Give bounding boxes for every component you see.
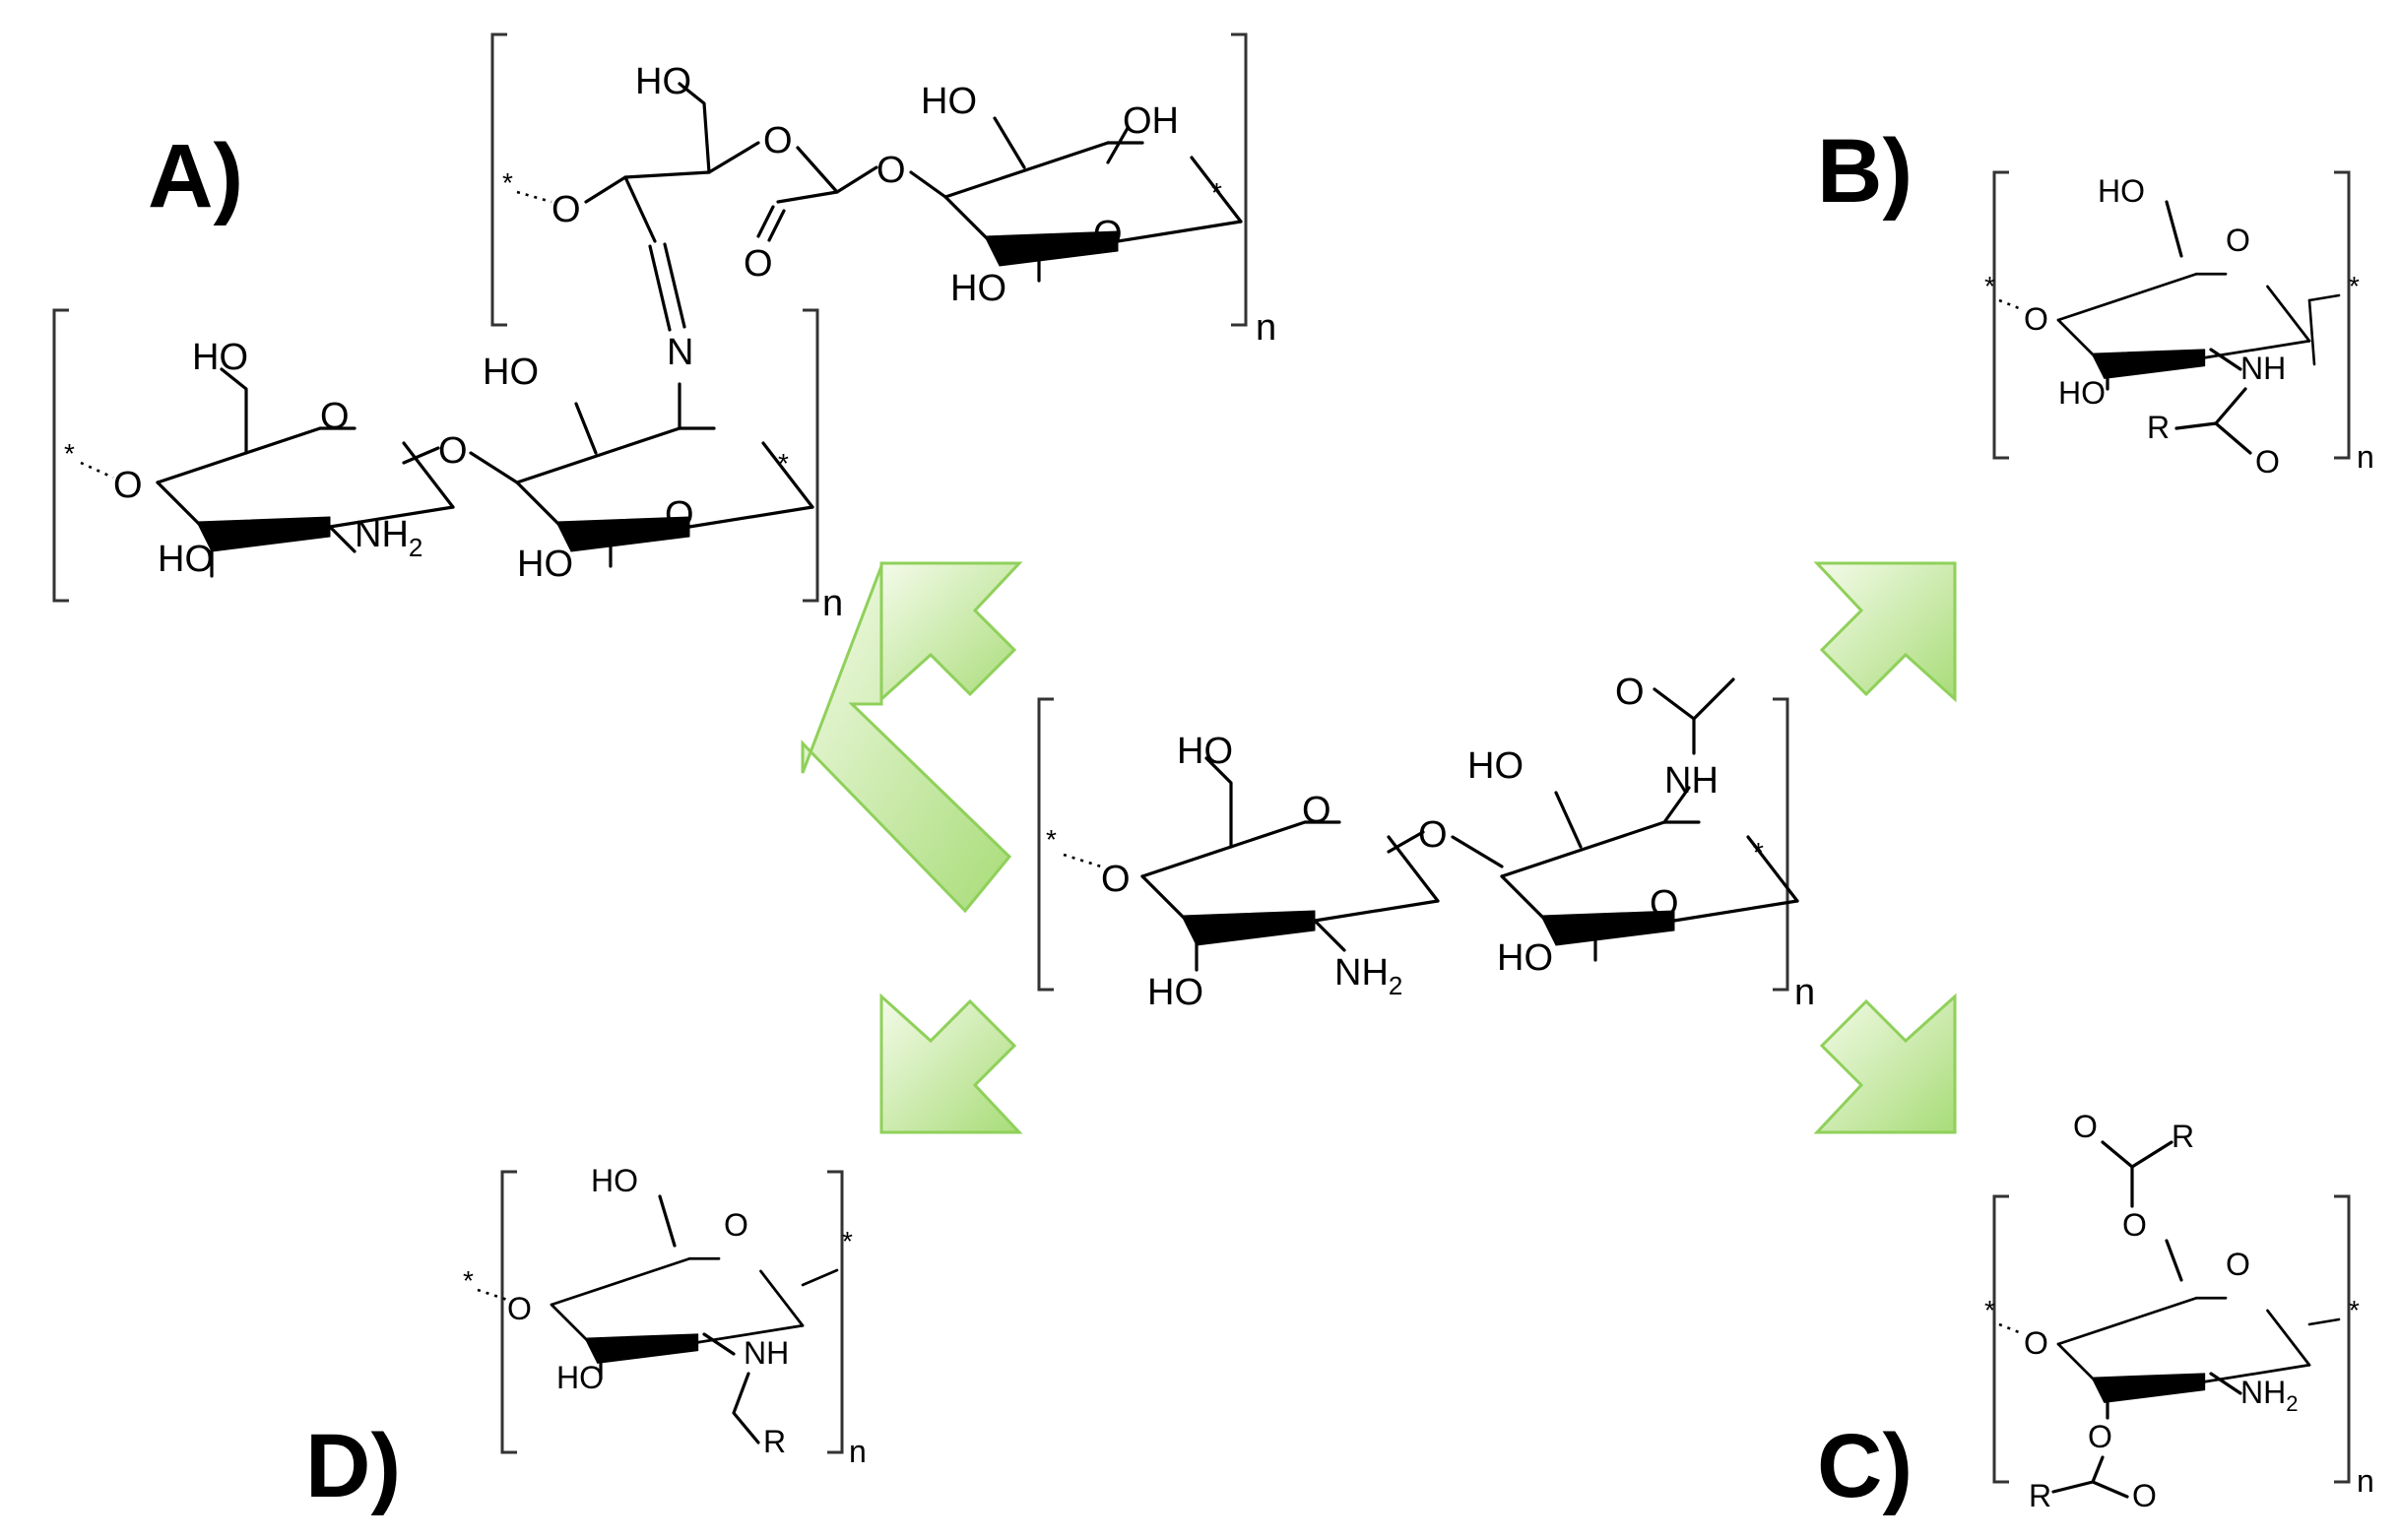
svg-text:O: O: [1101, 859, 1131, 900]
svg-text:O: O: [2122, 1207, 2147, 1243]
svg-text:O: O: [2132, 1478, 2157, 1513]
svg-text:OH: OH: [1123, 100, 1179, 142]
svg-text:n: n: [849, 1434, 867, 1469]
structure-d: n * * O HO O HO NH R: [463, 1163, 867, 1469]
svg-text:HO: HO: [517, 544, 573, 585]
svg-text:O: O: [1418, 814, 1448, 856]
svg-text:HO: HO: [1177, 731, 1233, 772]
svg-text:HO: HO: [2058, 375, 2106, 411]
svg-text:O: O: [2073, 1109, 2098, 1144]
svg-text:HO: HO: [1497, 937, 1553, 979]
svg-text:HO: HO: [483, 352, 539, 393]
amine-nh2: NH2: [1334, 952, 1402, 1000]
svg-text:O: O: [2255, 444, 2280, 480]
arrow-up-left-icon: [801, 565, 1012, 914]
svg-text:HO: HO: [591, 1163, 638, 1198]
svg-text:*: *: [1984, 271, 1995, 301]
structure-b: n * * O HO O HO NH R O: [1984, 170, 2374, 480]
svg-text:*: *: [778, 448, 789, 479]
arrow-up-right-icon: [1813, 561, 1957, 703]
svg-text:O: O: [113, 465, 143, 506]
svg-text:O: O: [724, 1207, 748, 1243]
structure-a: n * * O HO O HO NH2 O HO O HO N n * * O: [52, 32, 1276, 624]
panel-label-d: D): [305, 1416, 401, 1516]
svg-text:*: *: [842, 1226, 853, 1256]
svg-text:N: N: [667, 332, 693, 373]
svg-text:O: O: [2226, 1247, 2250, 1282]
svg-text:*: *: [2349, 1295, 2360, 1325]
svg-text:O: O: [763, 120, 793, 161]
arrow-up-left-icon-shape: [879, 561, 1023, 703]
svg-text:O: O: [2024, 301, 2048, 337]
svg-text:HO: HO: [1147, 972, 1203, 1013]
arrow-down-left-icon: [879, 993, 1023, 1134]
svg-text:O: O: [1615, 672, 1645, 713]
svg-text:O: O: [2088, 1419, 2112, 1454]
svg-text:*: *: [1984, 1295, 1995, 1325]
svg-text:O: O: [551, 189, 581, 230]
svg-text:O: O: [744, 243, 773, 285]
arrow-down-right-icon: [1813, 993, 1957, 1134]
svg-text:O: O: [876, 150, 906, 191]
svg-text:*: *: [2349, 271, 2360, 301]
central-chitosan-structure: n * * O HO O HO NH2 O HO NH O O HO: [1037, 672, 1815, 1013]
svg-text:O: O: [507, 1291, 532, 1326]
svg-text:NH: NH: [2240, 351, 2286, 386]
svg-text:*: *: [463, 1265, 474, 1296]
svg-text:R: R: [763, 1424, 786, 1459]
svg-text:O: O: [2024, 1325, 2048, 1361]
svg-text:O: O: [1302, 790, 1331, 831]
svg-text:R: R: [2172, 1119, 2194, 1154]
svg-text:HO: HO: [158, 539, 214, 580]
svg-text:NH: NH: [1664, 760, 1719, 802]
svg-text:HO: HO: [556, 1360, 604, 1395]
svg-text:HO: HO: [1467, 745, 1524, 787]
svg-text:*: *: [502, 167, 513, 198]
svg-text:NH2: NH2: [2240, 1375, 2298, 1416]
svg-text:HO: HO: [635, 61, 691, 102]
panel-label-a: A): [148, 126, 243, 226]
panel-label-b: B): [1817, 121, 1913, 222]
svg-text:HO: HO: [192, 337, 248, 378]
svg-text:*: *: [1046, 824, 1057, 855]
svg-text:*: *: [64, 438, 75, 469]
svg-text:O: O: [1093, 214, 1123, 255]
svg-text:HO: HO: [950, 268, 1006, 309]
svg-text:O: O: [665, 494, 694, 536]
svg-text:O: O: [2226, 223, 2250, 258]
svg-text:NH: NH: [744, 1335, 789, 1371]
structure-c: n * * O O O R O O R O NH2: [1984, 1109, 2374, 1513]
svg-text:R: R: [2029, 1478, 2051, 1513]
svg-text:O: O: [1650, 883, 1679, 925]
svg-text:R: R: [2147, 410, 2170, 445]
panel-label-c: C): [1817, 1416, 1913, 1516]
svg-text:n: n: [2357, 439, 2374, 475]
repeat-n: n: [1794, 972, 1815, 1013]
svg-text:n: n: [2357, 1463, 2374, 1499]
svg-text:n: n: [822, 583, 843, 624]
svg-text:O: O: [438, 430, 468, 472]
svg-text:HO: HO: [2098, 173, 2145, 209]
svg-text:O: O: [320, 396, 350, 437]
svg-text:n: n: [1256, 307, 1276, 349]
svg-text:NH2: NH2: [355, 514, 422, 562]
svg-text:HO: HO: [921, 81, 977, 122]
